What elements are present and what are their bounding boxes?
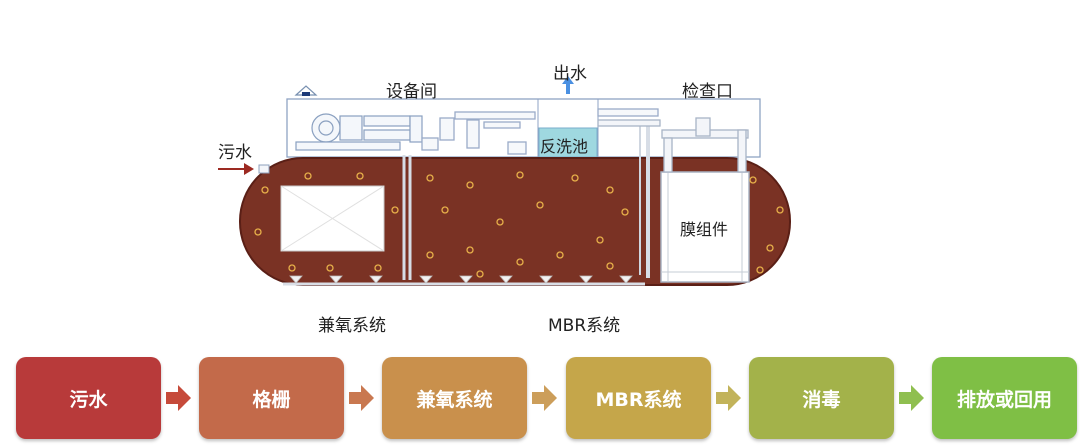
air-bubble xyxy=(596,236,604,244)
air-bubble xyxy=(426,251,434,259)
flow-arrow-icon xyxy=(349,385,374,411)
anoxic-system-label: 兼氧系统 xyxy=(318,316,386,336)
air-bubble xyxy=(426,174,434,182)
flow-step-discharge: 排放或回用 xyxy=(932,357,1077,439)
outlet-arrow-shape xyxy=(562,76,574,94)
mbr-system-label: MBR系统 xyxy=(548,316,621,336)
aeration-diffuser-icon xyxy=(499,275,513,284)
flow-step-disinfection: 消毒 xyxy=(749,357,894,439)
air-bubble xyxy=(756,266,764,274)
backwash-tank-label: 反洗池 xyxy=(540,137,589,156)
air-bubble xyxy=(261,186,269,194)
aeration-diffuser-icon xyxy=(459,275,473,284)
process-flow: 污水 格栅 兼氧系统 MBR系统 消毒 排放或回用 xyxy=(0,357,1080,439)
inlet-pipe xyxy=(258,164,270,174)
flow-arrow-icon xyxy=(166,385,191,411)
air-bubble xyxy=(466,181,474,189)
flow-step-mbr: MBR系统 xyxy=(566,357,711,439)
aeration-diffuser-icon xyxy=(329,275,343,284)
aeration-diffuser-icon xyxy=(539,275,553,284)
air-bubble xyxy=(516,258,524,266)
air-bubble xyxy=(776,206,784,214)
membrane-piping xyxy=(597,117,749,173)
flow-step-screen: 格栅 xyxy=(199,357,344,439)
flow-arrow-icon xyxy=(716,385,741,411)
aeration-diffuser-icon xyxy=(369,275,383,284)
air-bubble xyxy=(288,264,296,272)
flow-step-anoxic: 兼氧系统 xyxy=(382,357,527,439)
inspection-port-label: 检查口 xyxy=(682,82,733,102)
air-bubbles xyxy=(254,171,784,278)
sewage-in-label: 污水 xyxy=(218,143,252,163)
flow-arrow-icon xyxy=(532,385,557,411)
air-bubble xyxy=(496,218,504,226)
air-bubble xyxy=(606,262,614,270)
flow-step-sewage: 污水 xyxy=(16,357,161,439)
treatment-tank-diagram xyxy=(218,76,791,286)
air-bubble xyxy=(254,228,262,236)
pump-equipment xyxy=(295,113,423,151)
backwash-tank xyxy=(538,127,598,158)
air-bubble xyxy=(536,201,544,209)
aeration-diffuser-icon xyxy=(619,275,633,284)
air-bubble xyxy=(516,171,524,179)
membrane-module-box xyxy=(660,171,750,283)
vent-marker-icon xyxy=(302,92,310,96)
air-bubble xyxy=(441,206,449,214)
equipment-room-label: 设备间 xyxy=(386,82,437,102)
air-bubble xyxy=(766,244,774,252)
air-bubble xyxy=(476,270,484,278)
aeration-diffusers xyxy=(289,275,633,284)
air-bubble xyxy=(621,208,629,216)
air-bubble xyxy=(556,251,564,259)
outlet-arrow-icon xyxy=(562,76,574,94)
aeration-diffuser-icon xyxy=(289,275,303,284)
membrane-module-label: 膜组件 xyxy=(680,220,729,239)
aeration-diffuser-icon xyxy=(579,275,593,284)
outlet-water-label: 出水 xyxy=(553,64,587,84)
air-bubble xyxy=(466,246,474,254)
air-bubble xyxy=(304,172,312,180)
air-bubble xyxy=(606,186,614,194)
flow-arrow-icon xyxy=(899,385,924,411)
air-bubble xyxy=(374,264,382,272)
aeration-diffuser-icon xyxy=(419,275,433,284)
air-bubble xyxy=(571,174,579,182)
air-bubble xyxy=(749,176,757,184)
air-bubble xyxy=(326,264,334,272)
sewage-inlet-arrow-icon xyxy=(218,163,254,175)
screen-box-cross xyxy=(280,185,385,252)
equipment-room-piping xyxy=(421,108,659,155)
air-bubble xyxy=(356,172,364,180)
inlet-arrow-shape xyxy=(218,163,254,175)
air-bubble xyxy=(391,206,399,214)
